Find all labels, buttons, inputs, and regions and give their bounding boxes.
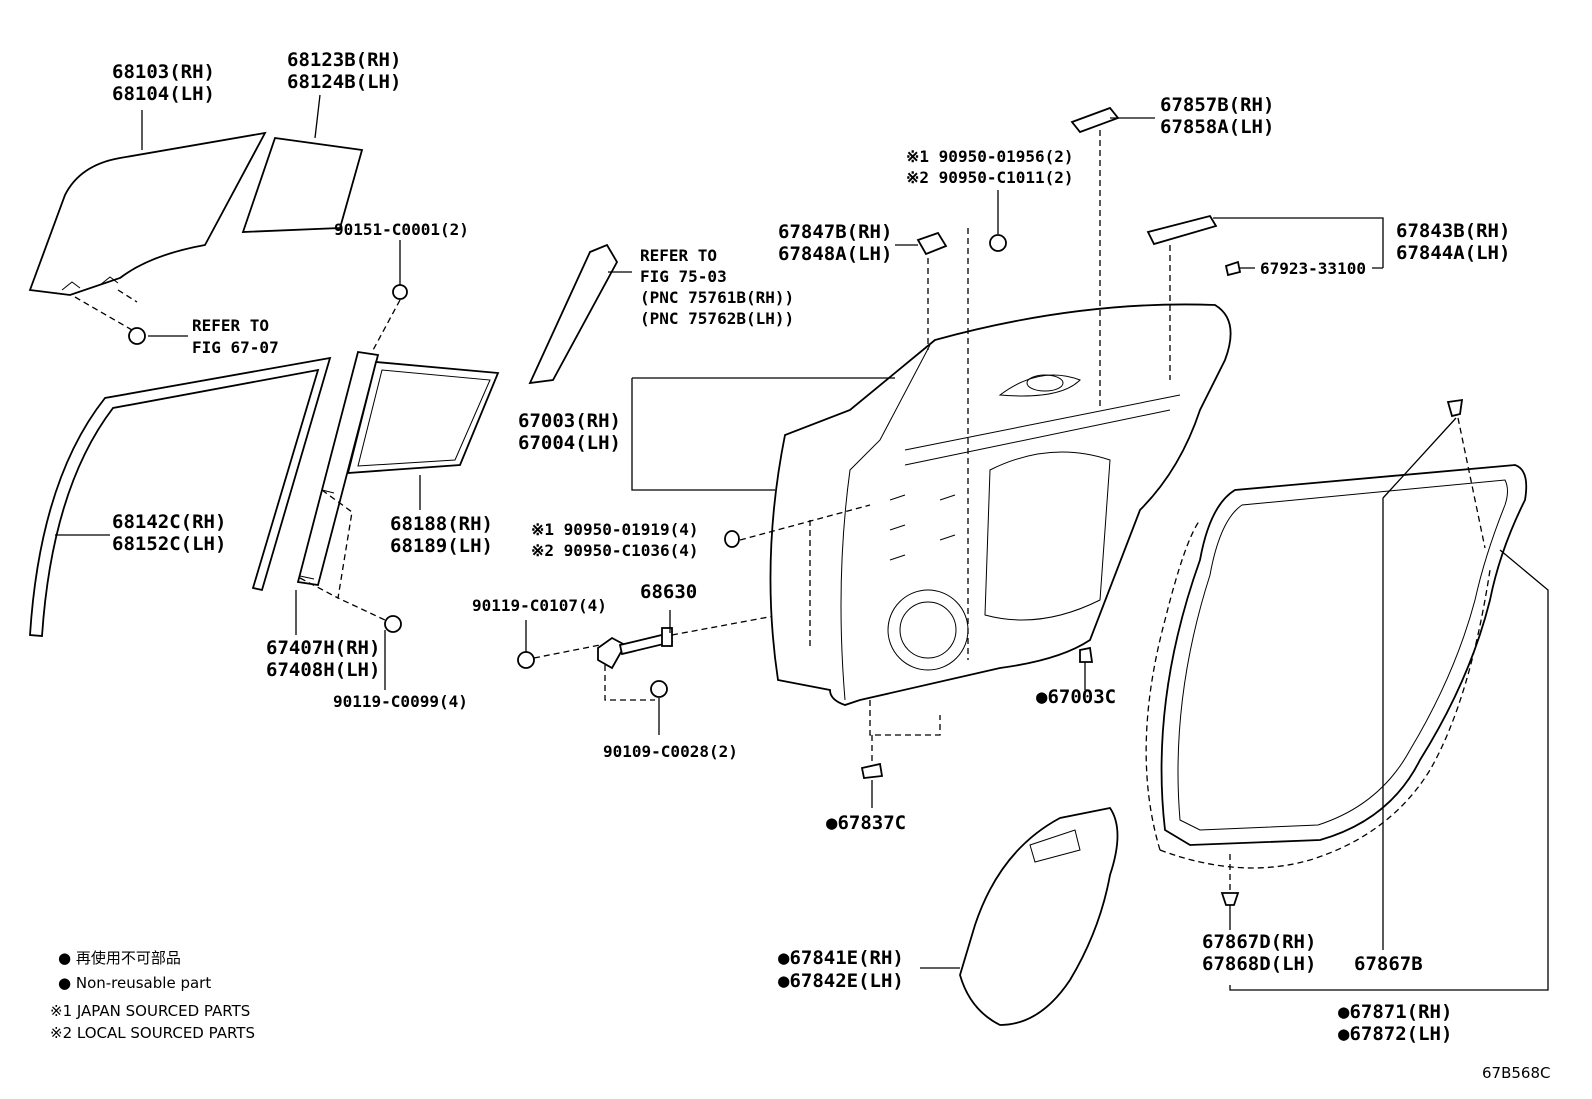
bolt-90119-icon	[517, 651, 535, 669]
label-67923: 67923-33100	[1260, 259, 1366, 278]
label-67003C: ●67003C	[1036, 686, 1116, 708]
door-glass-illustration	[28, 131, 267, 296]
figure-code: 67B568C	[1482, 1064, 1550, 1082]
hole-plug-upper-icon	[989, 234, 1007, 252]
glass-run-illustration	[29, 356, 332, 637]
plug-67003C-icon	[1079, 646, 1094, 663]
rear-door-panel-illustration	[769, 303, 1232, 706]
label-67867B: 67867B	[1354, 953, 1423, 975]
label-90119-c0107: 90119-C0107(4)	[472, 596, 607, 615]
label-90950-lower: ※1 90950-01919(4)※2 90950-C1036(4)	[531, 520, 699, 560]
label-67847B: 67847B(RH)67848A(LH)	[778, 221, 892, 265]
label-68630: 68630	[640, 581, 697, 603]
clip-67837C-icon	[860, 762, 884, 779]
clip-67923-icon	[1224, 260, 1242, 277]
label-90950-upper: ※1 90950-01956(2)※2 90950-C1011(2)	[906, 147, 1074, 187]
bolt-90109-icon	[650, 680, 668, 698]
service-hole-cover-illustration	[959, 807, 1119, 1026]
door-weatherstrip-illustration	[1145, 464, 1528, 869]
label-68188: 68188(RH)68189(LH)	[390, 513, 493, 557]
label-68123B: 68123B(RH)68124B(LH)	[287, 49, 401, 93]
label-67857B: 67857B(RH)67858A(LH)	[1160, 94, 1274, 138]
clip-67867B-icon	[1446, 398, 1464, 418]
label-67837C: ●67837C	[826, 812, 906, 834]
quarter-weatherstrip-illustration	[346, 361, 500, 474]
legend-japan-sourced: ※1 JAPAN SOURCED PARTS	[50, 1002, 250, 1020]
label-90119-c0099: 90119-C0099(4)	[333, 692, 468, 711]
division-bar-illustration	[296, 350, 380, 587]
legend-non-reusable-jp: ● 再使用不可部品	[58, 949, 181, 967]
label-67871: ●67871(RH)●67872(LH)	[1338, 1001, 1452, 1045]
label-90109: 90109-C0028(2)	[603, 742, 738, 761]
label-90151: 90151-C0001(2)	[334, 220, 469, 239]
door-check-illustration	[597, 627, 674, 670]
hole-plug-90950-icon	[724, 530, 740, 548]
legend: ● 再使用不可部品 ● Non-reusable part ※1 JAPAN S…	[50, 949, 255, 1042]
clip-67847-icon	[916, 231, 948, 256]
belt-moulding-67843-icon	[1146, 214, 1218, 246]
glass-bolt-icon	[128, 327, 146, 345]
legend-local-sourced: ※2 LOCAL SOURCED PARTS	[50, 1024, 255, 1042]
label-67843B: 67843B(RH)67844A(LH)	[1396, 220, 1510, 264]
quarter-glass-illustration	[241, 137, 364, 233]
clip-67867D-icon	[1220, 892, 1240, 906]
label-68142C: 68142C(RH)68152C(LH)	[112, 511, 226, 555]
label-68103: 68103(RH)68104(LH)	[112, 61, 215, 105]
label-67867D: 67867D(RH)67868D(LH)	[1202, 931, 1316, 975]
screw-90151-icon	[392, 284, 408, 300]
legend-non-reusable-en: ● Non-reusable part	[58, 974, 211, 992]
screw-90119-icon	[384, 615, 402, 633]
label-67841E: ●67841E(RH)●67842E(LH)	[778, 947, 904, 992]
label-67003: 67003(RH)67004(LH)	[518, 410, 621, 454]
clip-67857-icon	[1070, 106, 1120, 134]
pillar-garnish-illustration	[528, 243, 619, 385]
label-67407H: 67407H(RH)67408H(LH)	[266, 637, 380, 681]
